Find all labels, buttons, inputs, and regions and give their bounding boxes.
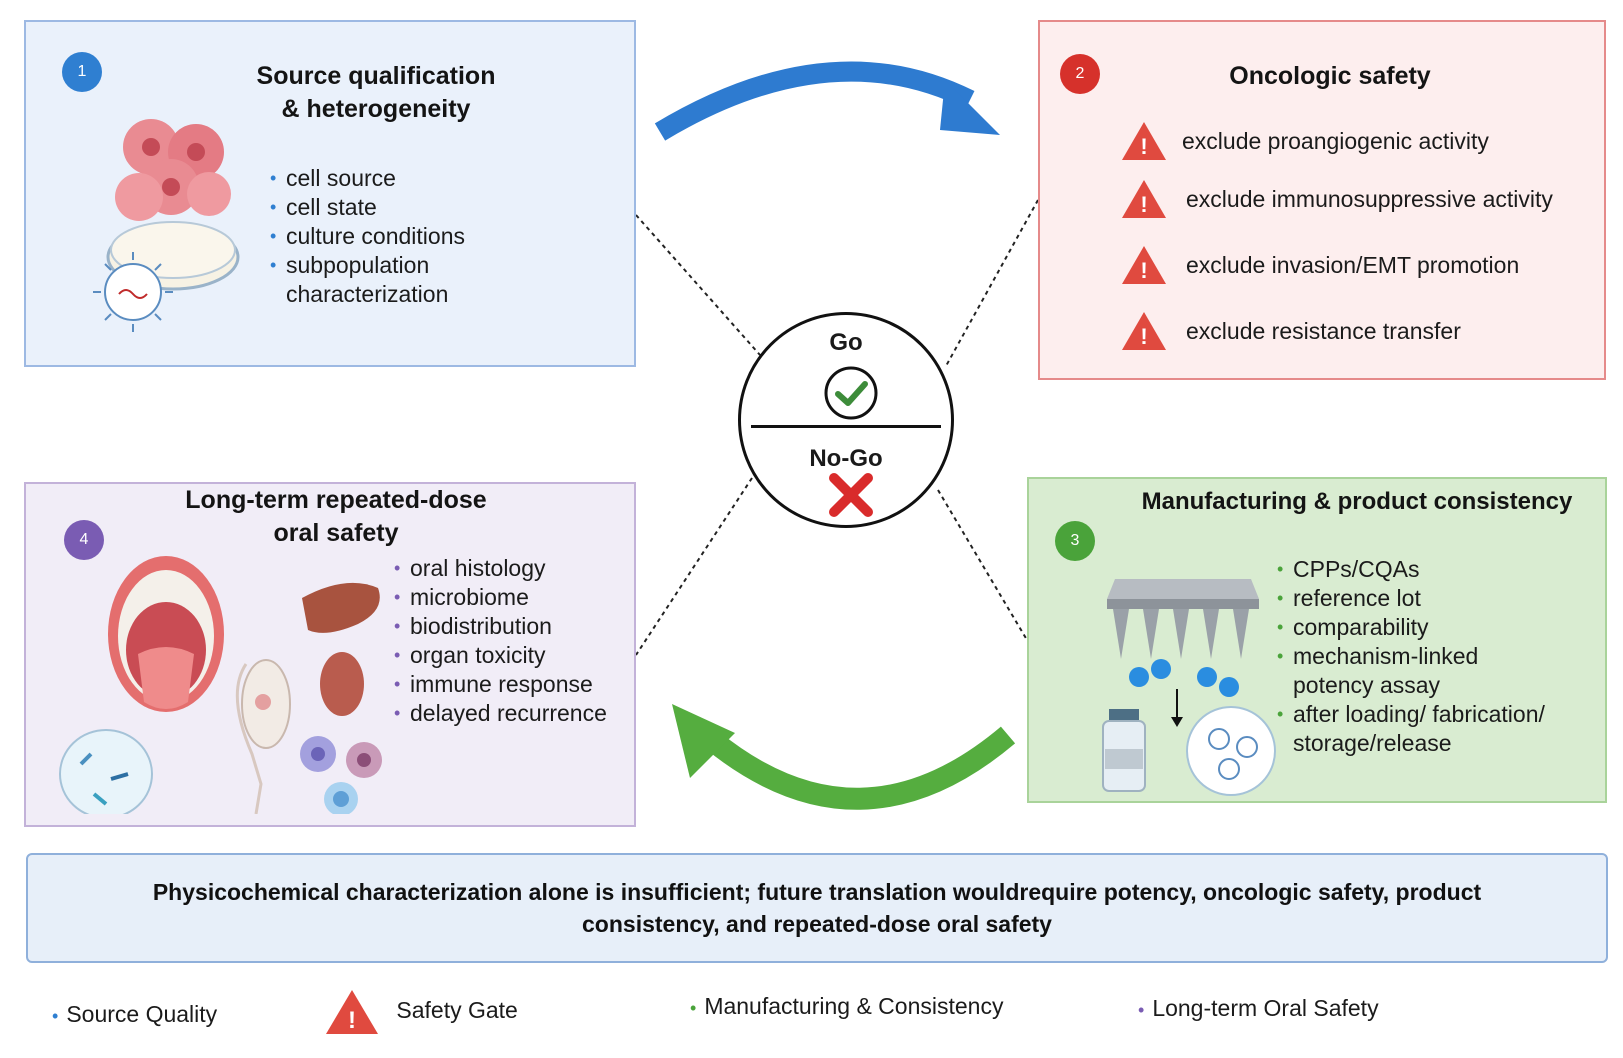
manufacturing-item: after loading/ fabrication/ storage/rele… xyxy=(1277,700,1593,758)
green-arrowhead xyxy=(672,704,735,778)
source-item: cell state xyxy=(270,193,570,222)
warning-triangle-icon: ! xyxy=(1122,180,1166,218)
go-label: Go xyxy=(829,329,863,356)
oral-safety-item: delayed recurrence xyxy=(394,699,634,728)
connector-line-3 xyxy=(635,477,753,656)
oral-anatomy-illustration xyxy=(59,556,382,814)
connector-line-4 xyxy=(937,489,1028,641)
oral-safety-item: biodistribution xyxy=(394,612,634,641)
legend-dot-blue: • xyxy=(52,1006,59,1026)
legend-label: Long-term Oral Safety xyxy=(1152,995,1379,1021)
nogo-label: No-Go xyxy=(809,445,883,472)
cross-icon xyxy=(829,473,873,517)
legend-oral-safety: • Long-term Oral Safety xyxy=(1138,995,1379,1022)
oral-safety-item: immune response xyxy=(394,670,634,699)
svg-text:!: ! xyxy=(348,1007,356,1034)
warning-triangle-icon: ! xyxy=(326,990,378,1034)
check-icon xyxy=(824,366,878,420)
svg-text:!: ! xyxy=(1140,192,1147,217)
microneedle-vial-illustration xyxy=(1102,579,1276,796)
source-title-line-2: & heterogeneity xyxy=(281,95,471,123)
source-item: cell source xyxy=(270,164,570,193)
blue-arrowhead xyxy=(940,80,1000,135)
source-item: culture conditions xyxy=(270,222,570,251)
gate-divider xyxy=(751,425,941,428)
manufacturing-panel: 3 Manufacturing & product consistency CP… xyxy=(1027,477,1607,803)
warning-triangle-icon: ! xyxy=(1122,246,1166,284)
step-number-3: 3 xyxy=(1055,521,1095,561)
go-nogo-gate: Go No-Go xyxy=(738,312,954,528)
warning-text: exclude immunosuppressive activity xyxy=(1186,186,1553,212)
source-list: cell source cell state culture condition… xyxy=(270,164,570,309)
legend-safety-gate: ! Safety Gate xyxy=(324,988,518,1036)
manufacturing-list: CPPs/CQAs reference lot comparability me… xyxy=(1277,555,1587,758)
source-title: Source qualification & heterogeneity xyxy=(226,60,526,126)
step-number-1: 1 xyxy=(62,52,102,92)
legend-label: Manufacturing & Consistency xyxy=(704,993,1004,1019)
summary-box: Physicochemical characterization alone i… xyxy=(26,853,1608,963)
connector-line-2 xyxy=(945,199,1039,367)
oral-safety-item: organ toxicity xyxy=(394,641,634,670)
blue-arrow xyxy=(654,61,975,141)
manufacturing-item: comparability xyxy=(1277,613,1587,642)
warning-triangle-icon: ! xyxy=(1122,122,1166,160)
oral-safety-item: microbiome xyxy=(394,583,634,612)
manufacturing-title: Manufacturing & product consistency xyxy=(1141,488,1573,515)
legend-dot-green: • xyxy=(690,998,697,1018)
oral-safety-title: Long-term repeated-dose oral safety xyxy=(166,484,506,550)
legend-label: Safety Gate xyxy=(396,997,518,1024)
warning-text: exclude proangiogenic activity xyxy=(1182,128,1489,154)
oral-safety-title-line-1: Long-term repeated-dose xyxy=(185,486,487,514)
warning-text: exclude resistance transfer xyxy=(1186,318,1461,344)
oncologic-title: Oncologic safety xyxy=(1229,62,1431,90)
green-arrow xyxy=(705,726,1016,810)
oral-safety-item: oral histology xyxy=(394,554,634,583)
step-number-2: 2 xyxy=(1060,54,1100,94)
cells-dish-illustration xyxy=(93,119,240,332)
warning-triangle-icon: ! xyxy=(1122,312,1166,350)
manufacturing-item: CPPs/CQAs xyxy=(1277,555,1587,584)
manufacturing-item: reference lot xyxy=(1277,584,1587,613)
legend-label: Source Quality xyxy=(66,1001,218,1027)
svg-text:!: ! xyxy=(1140,134,1147,159)
manufacturing-item: mechanism-linked potency assay xyxy=(1277,642,1503,700)
oral-safety-list: oral histology microbiome biodistributio… xyxy=(394,554,634,728)
svg-text:!: ! xyxy=(1140,258,1147,283)
legend-manufacturing: • Manufacturing & Consistency xyxy=(690,993,1003,1020)
warning-text: exclude invasion/EMT promotion xyxy=(1186,252,1520,278)
source-panel: 1 Source qualification & heterogeneity c… xyxy=(24,20,636,367)
step-number-4: 4 xyxy=(64,520,104,560)
source-item: subpopulation characterization xyxy=(270,251,476,309)
connector-line-1 xyxy=(635,214,761,356)
svg-text:!: ! xyxy=(1140,324,1147,349)
legend-source-quality: • Source Quality xyxy=(52,1001,217,1028)
source-title-line-1: Source qualification xyxy=(256,62,496,90)
oral-safety-panel: 4 Long-term repeated-dose oral safety or… xyxy=(24,482,636,827)
oral-safety-title-line-2: oral safety xyxy=(273,519,399,547)
legend-dot-purple: • xyxy=(1138,1000,1145,1020)
